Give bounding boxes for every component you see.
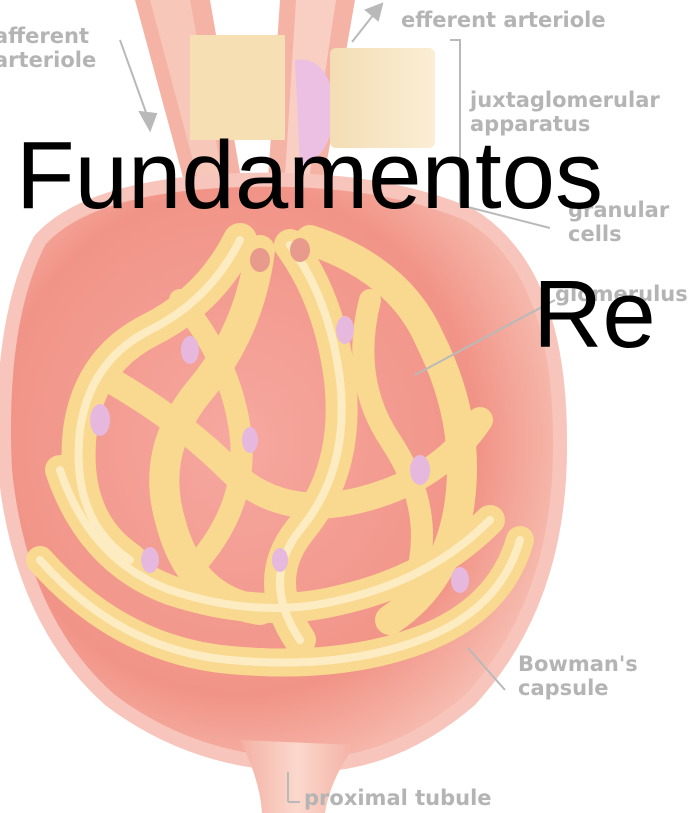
slide-title-line-2: Re (533, 265, 656, 365)
bowmans-capsule-label: Bowman's capsule (518, 652, 638, 700)
efferent-arteriole-label: efferent arteriole (401, 8, 606, 32)
slide-title-line-1: Fundamentos (16, 126, 603, 226)
proximal-tubule-label: proximal tubule (304, 786, 492, 810)
afferent-arteriole-label: afferent arteriole (0, 24, 96, 72)
